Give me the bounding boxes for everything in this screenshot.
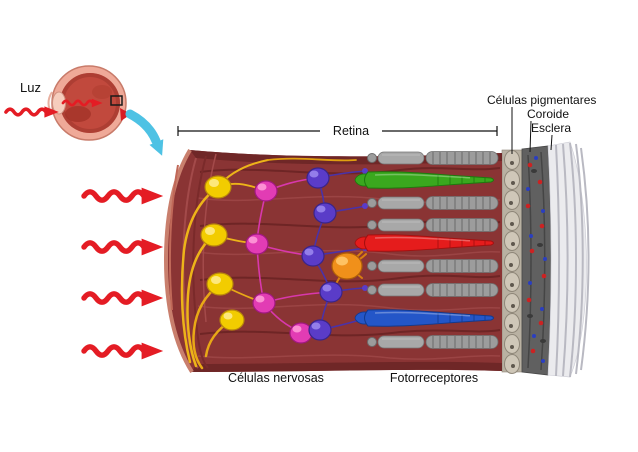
photoreceptors: [354, 151, 499, 349]
label-celulas-nervosas: Células nervosas: [228, 371, 324, 385]
light-wave-arrow-icon: [84, 188, 163, 205]
rod-photoreceptor: [367, 335, 499, 349]
choroid-layer: [521, 145, 552, 376]
cone-photoreceptor-green: [354, 171, 494, 189]
choroid-vessels-red: [525, 162, 547, 354]
eye-lens: [52, 91, 66, 115]
rod-photoreceptor: [367, 283, 499, 297]
light-wave-arrow-icon: [4, 104, 61, 120]
cone-photoreceptor-red: [354, 234, 494, 252]
sclera-fiber-lines: [555, 142, 590, 378]
rod-photoreceptor: [367, 259, 499, 273]
choroid-vessels-blue: [526, 156, 547, 363]
rod-photoreceptor: [367, 196, 499, 210]
label-celulas-pigmentares: Células pigmentares: [487, 93, 596, 107]
label-coroide: Coroide: [527, 107, 569, 121]
label-retina: Retina: [333, 124, 369, 138]
purple-nerve-cells: [301, 167, 343, 341]
zoom-pointer-icon: [120, 108, 131, 121]
rod-photoreceptor: [367, 151, 499, 165]
light-wave-arrow-icon: [84, 239, 163, 256]
label-esclera: Esclera: [531, 121, 571, 135]
label-luz: Luz: [20, 80, 41, 95]
label-leader-lines: [511, 107, 553, 154]
cone-photoreceptor-blue: [354, 309, 494, 327]
label-fotorreceptores: Fotorreceptores: [390, 371, 478, 385]
light-wave-arrow-icon: [84, 343, 163, 360]
pink-nerve-cells: [245, 180, 313, 344]
zoom-region-box: [110, 95, 123, 106]
sclera-layer: [547, 141, 590, 378]
retina-bracket: [177, 126, 498, 136]
pigment-cell-layer: [501, 149, 523, 374]
eye-illustration: [47, 65, 131, 141]
rod-photoreceptor: [367, 218, 499, 232]
magnify-arrow-icon: [125, 109, 164, 156]
light-wave-arrow-icon: [84, 290, 163, 307]
yellow-nerve-cells: [200, 175, 245, 331]
nerve-fibers-yellow: [180, 157, 357, 370]
orange-nerve-cell: [331, 252, 363, 280]
